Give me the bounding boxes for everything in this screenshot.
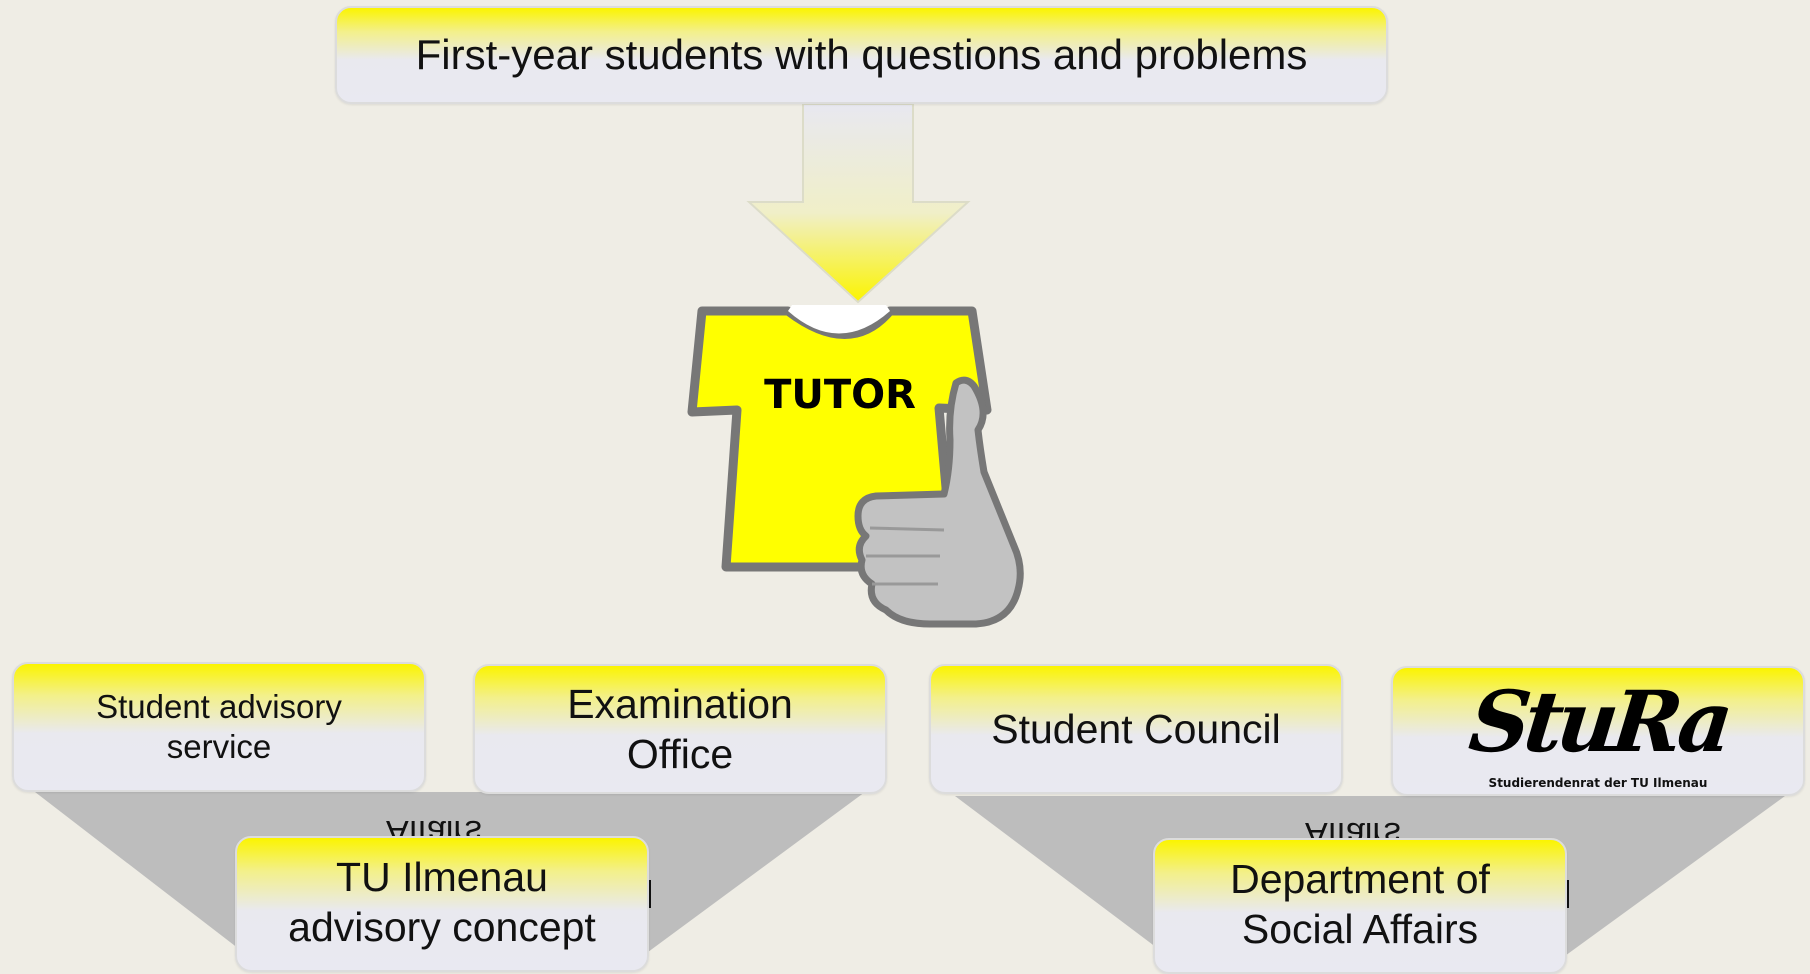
student-council-box: Student Council [929,664,1343,794]
text-cursor-left [648,880,651,908]
down-arrow [746,103,971,304]
student-advisory-service-box: Student advisory service [12,662,426,792]
thumbs-up-icon [854,376,1024,628]
text-cursor-right [1566,880,1569,908]
first-year-students-text: First-year students with questions and p… [415,31,1308,79]
first-year-students-box: First-year students with questions and p… [335,6,1388,104]
social-line2: Social Affairs [1241,906,1479,952]
concept-line1: TU Ilmenau [336,853,548,900]
exam-line2: Office [626,731,734,777]
student-council-text: Student Council [991,705,1281,752]
tutor-label: TUTOR [764,372,916,418]
examination-office-box: Examination Office [473,664,887,794]
advisory-line2: service [166,728,272,765]
stura-logo-box: StuRa Studierendenrat der TU Ilmenau [1391,666,1805,796]
social-line1: Department of [1230,855,1490,902]
stura-subtitle: Studierendenrat der TU Ilmenau [1488,775,1708,790]
exam-line1: Examination [567,680,793,727]
tu-ilmenau-advisory-concept-box: TU Ilmenau advisory concept [235,836,649,972]
stura-logo: StuRa [1464,672,1732,772]
advisory-line1: Student advisory [96,687,342,725]
concept-line2: advisory concept [288,904,596,950]
department-social-affairs-box: Department of Social Affairs [1153,838,1567,974]
